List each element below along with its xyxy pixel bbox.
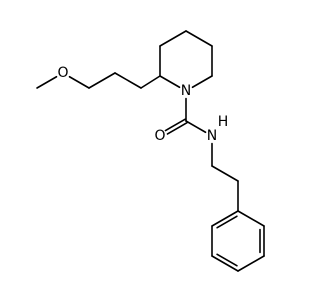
bond-o1-c1 xyxy=(68,75,90,89)
bond-p3-p4-inner xyxy=(216,253,238,267)
bond-p3-p4 xyxy=(211,255,239,272)
atom-label-n1: N xyxy=(181,83,191,99)
bond-me-o1 xyxy=(36,75,58,89)
bond-p4-p5 xyxy=(237,255,265,272)
bond-c1-c2 xyxy=(88,72,116,89)
atom-label-n2: N xyxy=(207,128,217,144)
atom-label-o2: O xyxy=(154,128,165,144)
bond-p1-p2 xyxy=(211,210,239,227)
bond-e1-e2 xyxy=(211,165,239,182)
bond-r4-r5 xyxy=(185,30,213,47)
atom-label-o1: O xyxy=(57,65,68,81)
bond-r6-n1 xyxy=(191,75,213,89)
bond-cc-n2 xyxy=(185,120,207,134)
bond-c2-c3 xyxy=(114,72,142,89)
bond-n1-r2 xyxy=(159,75,181,89)
bond-r3-r4 xyxy=(159,30,187,47)
bond-p6-p1 xyxy=(237,210,265,227)
atom-label-h: H xyxy=(218,114,229,130)
bond-c3-r2 xyxy=(140,75,161,89)
bond-cc-o2-a xyxy=(164,118,186,132)
bond-p1-p2-inner xyxy=(216,215,238,229)
bond-cc-o2-b xyxy=(166,121,188,135)
bond-layer xyxy=(36,30,265,272)
